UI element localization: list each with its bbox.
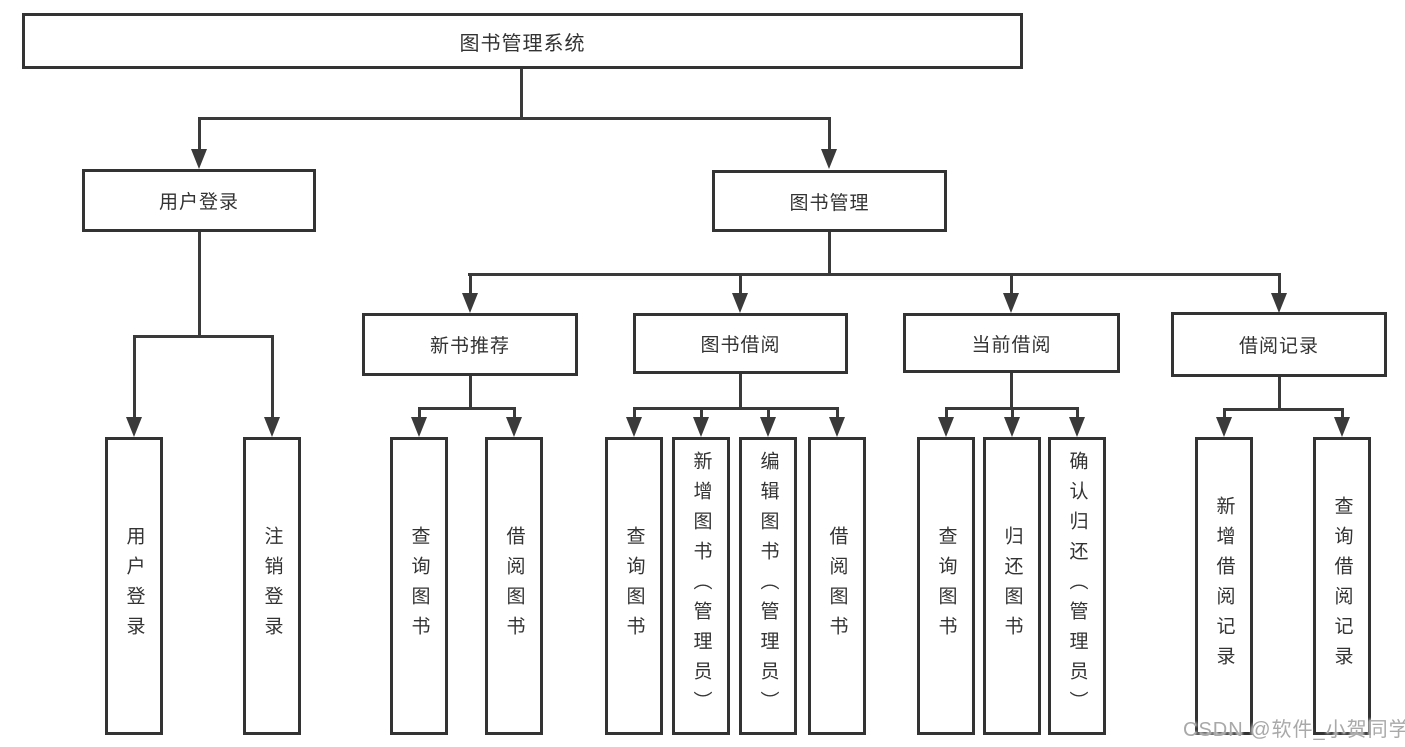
connector-drop-current-borrowing — [1010, 273, 1013, 294]
connector-drop — [767, 407, 770, 418]
leaf-edit-books-admin: 编辑图书（管理员） — [739, 437, 797, 735]
connector-g5-crossbar — [1223, 408, 1343, 411]
connector-drop-leaf-login — [133, 335, 136, 418]
node-user-login: 用户登录 — [82, 169, 316, 232]
connector-drop-book-borrowing — [739, 273, 742, 294]
connector-drop — [1076, 407, 1079, 418]
arrow-down-icon — [506, 417, 522, 437]
arrow-down-icon — [1271, 293, 1287, 313]
connector-bm-stem — [828, 232, 831, 273]
connector-root-stem — [520, 69, 523, 117]
leaf-return-books: 归还图书 — [983, 437, 1041, 735]
connector-drop — [513, 407, 516, 418]
leaf-query-borrow-record: 查询借阅记录 — [1313, 437, 1371, 735]
connector-root-crossbar — [198, 117, 831, 120]
node-book-management: 图书管理 — [712, 170, 947, 232]
connector-g5-stem — [1278, 377, 1281, 408]
connector-drop — [945, 407, 948, 418]
leaf-add-books-admin: 新增图书（管理员） — [672, 437, 730, 735]
leaf-user-login: 用户登录 — [105, 437, 163, 735]
leaf-borrow-books: 借阅图书 — [808, 437, 866, 735]
leaf-borrow-books-recommend: 借阅图书 — [485, 437, 543, 735]
connector-drop — [418, 407, 421, 418]
arrow-down-icon — [938, 417, 954, 437]
arrow-down-icon — [1216, 417, 1232, 437]
leaf-add-borrow-record: 新增借阅记录 — [1195, 437, 1253, 735]
connector-ul-stem — [198, 232, 201, 335]
connector-g3-crossbar — [633, 407, 838, 410]
arrow-down-icon — [462, 293, 478, 313]
arrow-down-icon — [732, 293, 748, 313]
node-book-borrowing: 图书借阅 — [633, 313, 848, 374]
connector-drop — [836, 407, 839, 418]
arrow-down-icon — [411, 417, 427, 437]
arrow-down-icon — [626, 417, 642, 437]
connector-drop-new-book — [469, 273, 472, 294]
arrow-down-icon — [264, 417, 280, 437]
connector-drop — [1223, 408, 1226, 418]
connector-drop-borrowing-records — [1278, 273, 1281, 294]
leaf-query-books-recommend: 查询图书 — [390, 437, 448, 735]
connector-drop — [1011, 407, 1014, 418]
connector-g2-crossbar — [418, 407, 515, 410]
arrow-down-icon — [1004, 417, 1020, 437]
arrow-down-icon — [693, 417, 709, 437]
connector-drop-user-login — [198, 117, 201, 150]
connector-drop-book-management — [828, 117, 831, 150]
arrow-down-icon — [1003, 293, 1019, 313]
arrow-down-icon — [1334, 417, 1350, 437]
connector-drop-leaf-logout — [271, 335, 274, 418]
leaf-query-books-current: 查询图书 — [917, 437, 975, 735]
node-borrowing-records: 借阅记录 — [1171, 312, 1387, 377]
csdn-watermark: CSDN @软件_小贺同学 — [1183, 719, 1405, 741]
connector-ul-crossbar — [133, 335, 274, 338]
leaf-query-books-borrowing: 查询图书 — [605, 437, 663, 735]
connector-g2-stem — [469, 376, 472, 407]
leaf-logout: 注销登录 — [243, 437, 301, 735]
node-library-system: 图书管理系统 — [22, 13, 1023, 69]
connector-g4-stem — [1010, 373, 1013, 407]
connector-drop — [633, 407, 636, 418]
arrow-down-icon — [191, 149, 207, 169]
connector-drop — [700, 407, 703, 418]
arrow-down-icon — [1069, 417, 1085, 437]
arrow-down-icon — [829, 417, 845, 437]
connector-drop — [1341, 408, 1344, 418]
node-current-borrowing: 当前借阅 — [903, 313, 1120, 373]
arrow-down-icon — [126, 417, 142, 437]
node-new-book-recommend: 新书推荐 — [362, 313, 578, 376]
leaf-confirm-return-admin: 确认归还（管理员） — [1048, 437, 1106, 735]
arrow-down-icon — [821, 149, 837, 169]
arrow-down-icon — [760, 417, 776, 437]
connector-bm-crossbar — [468, 273, 1281, 276]
connector-g3-stem — [739, 374, 742, 407]
